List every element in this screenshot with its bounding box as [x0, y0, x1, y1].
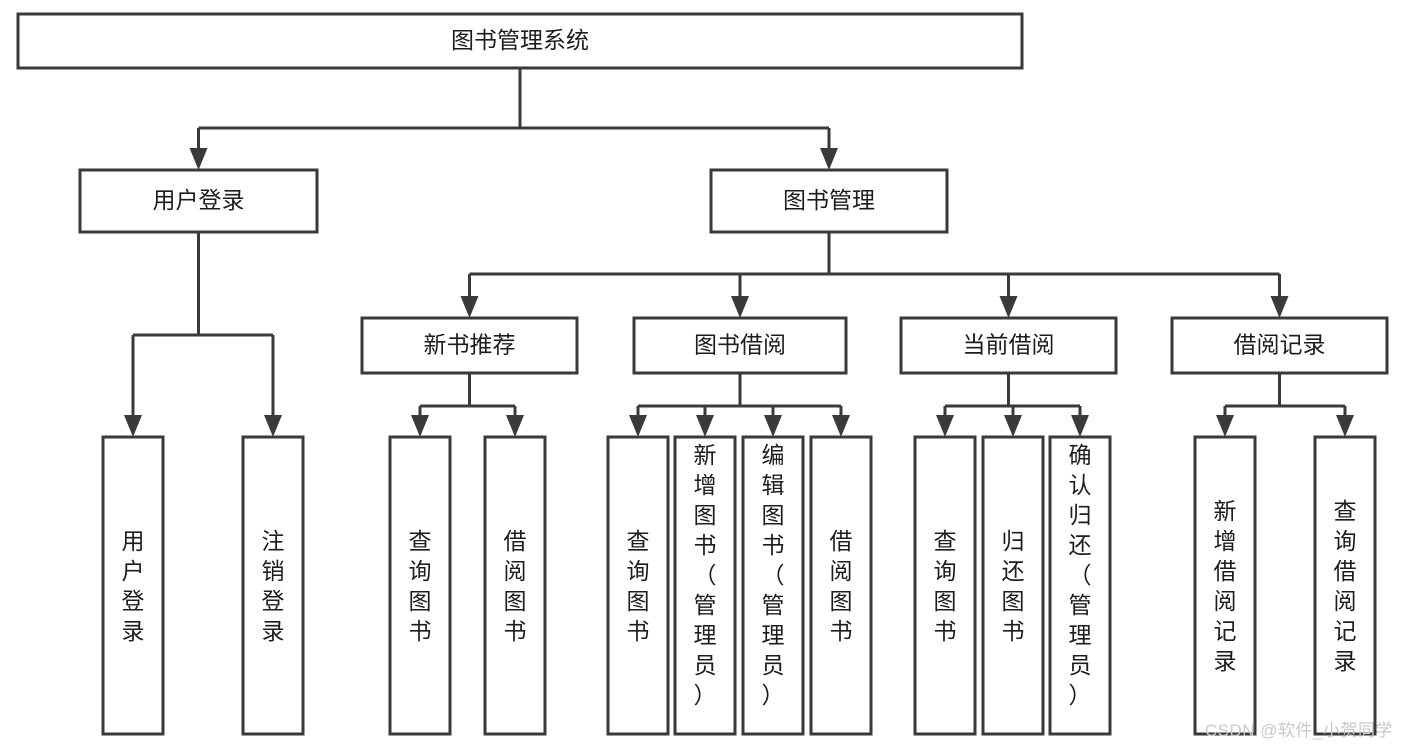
node-newbook[interactable]: 新书推荐 [360, 316, 579, 375]
node-box[interactable] [101, 435, 165, 736]
node-label: 查询图书 [627, 528, 650, 644]
node-records[interactable]: 借阅记录 [1170, 316, 1389, 375]
node-label: 确认归还（管理员） [1069, 442, 1092, 708]
node-label: 注销登录 [262, 528, 285, 644]
node-root[interactable]: 图书管理系统 [16, 12, 1024, 70]
node-leaf12[interactable]: 新增借阅记录 [1193, 435, 1257, 736]
node-leaf6[interactable]: 新增图书（管理员） [673, 435, 737, 736]
edge-arrowhead [1336, 415, 1354, 437]
node-label: 查询借阅记录 [1334, 498, 1357, 674]
node-box[interactable] [1193, 435, 1257, 736]
edge-arrowhead [506, 415, 524, 437]
edge-arrowhead [629, 415, 647, 437]
node-leaf8[interactable]: 借阅图书 [809, 435, 873, 736]
node-box[interactable] [388, 435, 452, 736]
node-login[interactable]: 用户登录 [78, 168, 319, 234]
edge-arrowhead [820, 148, 838, 170]
edge-arrowhead [189, 148, 208, 170]
node-leaf9[interactable]: 查询图书 [913, 435, 977, 736]
node-box[interactable] [981, 435, 1045, 736]
node-borrow[interactable]: 图书借阅 [632, 316, 848, 375]
node-box[interactable] [241, 435, 305, 736]
node-label: 查询图书 [934, 528, 957, 644]
node-box[interactable] [483, 435, 547, 736]
node-box[interactable] [709, 168, 949, 234]
edge-group-login [124, 232, 282, 437]
node-box[interactable] [606, 435, 670, 736]
nodes-layer: 图书管理系统用户登录图书管理新书推荐图书借阅当前借阅借阅记录用户登录注销登录查询… [16, 12, 1389, 736]
node-current[interactable]: 当前借阅 [899, 316, 1118, 375]
node-label: 借阅图书 [504, 528, 527, 644]
node-leaf1[interactable]: 用户登录 [101, 435, 165, 736]
edge-arrowhead [1071, 415, 1089, 437]
node-label: 新书推荐 [424, 332, 516, 358]
node-label: 图书管理系统 [451, 27, 589, 53]
edge-group-current [936, 373, 1089, 437]
node-label: 编辑图书（管理员） [762, 442, 785, 708]
node-label: 用户登录 [153, 187, 245, 213]
node-box[interactable] [899, 316, 1118, 375]
node-label: 查询图书 [409, 528, 432, 644]
node-box[interactable] [1048, 435, 1112, 736]
edge-group-records [1216, 373, 1354, 437]
node-box[interactable] [809, 435, 873, 736]
edge-arrowhead [1004, 415, 1022, 437]
node-label: 图书借阅 [694, 332, 786, 358]
edge-arrowhead [999, 296, 1018, 318]
edge-group-bookmgmt [460, 232, 1289, 318]
node-box[interactable] [78, 168, 319, 234]
node-box[interactable] [1170, 316, 1389, 375]
edge-arrowhead [696, 415, 714, 437]
node-label: 图书管理 [783, 187, 875, 213]
node-bookmgmt[interactable]: 图书管理 [709, 168, 949, 234]
edge-arrowhead [936, 415, 954, 437]
edge-arrowhead [731, 296, 749, 318]
node-box[interactable] [1313, 435, 1377, 736]
node-label: 借阅记录 [1234, 332, 1326, 358]
node-leaf4[interactable]: 借阅图书 [483, 435, 547, 736]
node-leaf11[interactable]: 确认归还（管理员） [1048, 435, 1112, 736]
node-leaf2[interactable]: 注销登录 [241, 435, 305, 736]
edges-layer [124, 68, 1354, 437]
edge-arrowhead [1216, 415, 1234, 437]
node-box[interactable] [632, 316, 848, 375]
node-box[interactable] [360, 316, 579, 375]
edge-arrowhead [832, 415, 850, 437]
edge-arrowhead [124, 415, 142, 437]
node-leaf5[interactable]: 查询图书 [606, 435, 670, 736]
edge-arrowhead [264, 415, 282, 437]
node-box[interactable] [913, 435, 977, 736]
edge-arrowhead [764, 415, 782, 437]
edge-arrowhead [411, 415, 429, 437]
edge-group-borrow [629, 373, 850, 437]
node-box[interactable] [16, 12, 1024, 70]
node-label: 当前借阅 [963, 332, 1055, 358]
node-label: 新增借阅记录 [1214, 498, 1237, 674]
edge-group-root [189, 68, 838, 170]
edge-group-newbook [411, 373, 524, 437]
node-box[interactable] [741, 435, 805, 736]
node-label: 借阅图书 [830, 528, 853, 644]
node-label: 归还图书 [1002, 528, 1025, 644]
node-leaf10[interactable]: 归还图书 [981, 435, 1045, 736]
node-leaf7[interactable]: 编辑图书（管理员） [741, 435, 805, 736]
node-box[interactable] [673, 435, 737, 736]
edge-arrowhead [460, 296, 479, 318]
edge-arrowhead [1270, 296, 1289, 318]
node-leaf3[interactable]: 查询图书 [388, 435, 452, 736]
node-label: 用户登录 [122, 528, 145, 644]
csdn-watermark: CSDN @软件_小贺同学 [1204, 721, 1393, 740]
node-label: 新增图书（管理员） [694, 442, 717, 708]
node-leaf13[interactable]: 查询借阅记录 [1313, 435, 1377, 736]
